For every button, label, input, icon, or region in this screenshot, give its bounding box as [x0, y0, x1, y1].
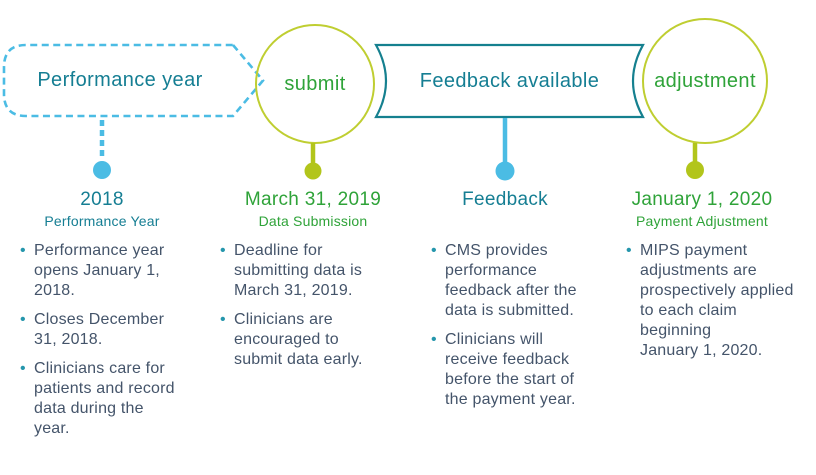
- stage-label-performance-year: Performance year: [37, 69, 203, 91]
- bullet-item: Clinicians are encouraged to submit data…: [220, 310, 398, 370]
- bullet-item: Closes December 31, 2018.: [20, 310, 198, 350]
- column-2-heading: March 31, 2019 Data Submission: [223, 189, 403, 232]
- column-4-date: January 1, 2020: [631, 189, 773, 210]
- column-3-heading: Feedback: [415, 189, 595, 211]
- connector-dot-2: [304, 162, 322, 180]
- column-1-heading: 2018 Performance Year: [12, 189, 192, 232]
- column-2-subtitle: Data Submission: [258, 213, 368, 229]
- column-4-bullet-list: MIPS payment adjustments are prospective…: [626, 241, 814, 370]
- connector-dot-3: [495, 161, 515, 181]
- stage-label-submit: submit: [284, 72, 346, 95]
- bullet-item: Deadline for submitting data is March 31…: [220, 241, 398, 301]
- column-1-bullet-list: Performance year opens January 1, 2018. …: [20, 241, 198, 448]
- column-4-heading: January 1, 2020 Payment Adjustment: [607, 189, 797, 232]
- bullet-item: Performance year opens January 1, 2018.: [20, 241, 198, 301]
- connector-dot-4: [686, 161, 704, 179]
- bullet-item: CMS provides performance feedback after …: [431, 241, 609, 321]
- bullet-item: MIPS payment adjustments are prospective…: [626, 241, 814, 361]
- column-4-subtitle: Payment Adjustment: [636, 213, 768, 229]
- connector-dot-1: [93, 161, 111, 179]
- performance-year-chevron-shape: [2, 43, 265, 118]
- column-2-date: March 31, 2019: [244, 189, 382, 210]
- bullet-item: Clinicians care for patients and record …: [20, 359, 198, 439]
- bullet-item: Clinicians will receive feedback before …: [431, 330, 609, 410]
- column-1-subtitle: Performance Year: [44, 213, 160, 229]
- column-1-date: 2018: [80, 189, 124, 210]
- stage-label-adjustment: adjustment: [654, 69, 756, 92]
- timeline-graphics: [2, 18, 768, 181]
- column-3-bullet-list: CMS provides performance feedback after …: [431, 241, 609, 419]
- adjustment-circle-shape: [642, 18, 768, 144]
- column-3-date: Feedback: [462, 189, 548, 210]
- feedback-banner-shape: [374, 43, 645, 119]
- column-2-bullet-list: Deadline for submitting data is March 31…: [220, 241, 398, 379]
- stage-label-feedback-available: Feedback available: [419, 69, 600, 92]
